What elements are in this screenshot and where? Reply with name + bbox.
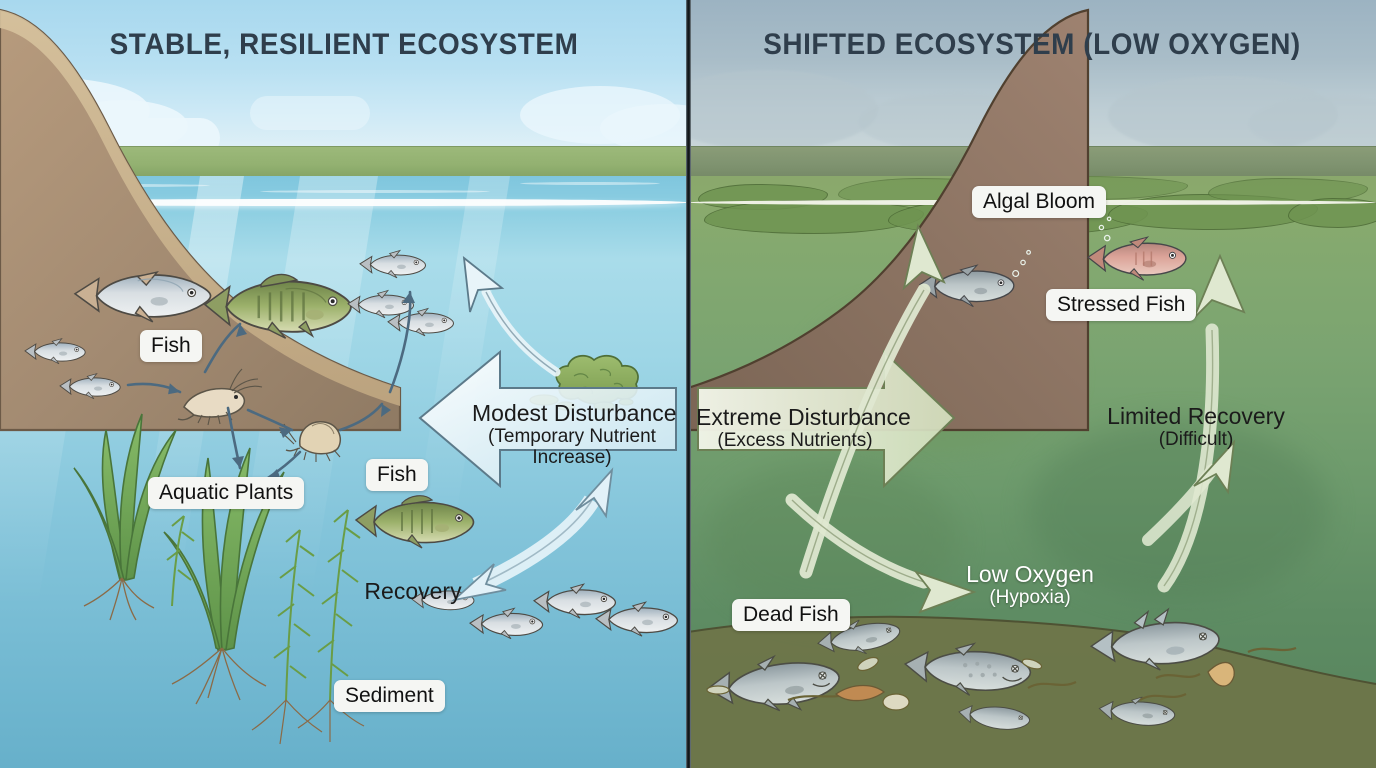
panel-title-left: STABLE, RESILIENT ECOSYSTEM xyxy=(109,28,579,61)
label-fish-upper: Fish xyxy=(140,330,202,363)
curved-arrow-icon xyxy=(462,255,505,313)
fish-icon xyxy=(24,337,86,365)
label-fish-lower: Fish xyxy=(366,459,428,492)
label-stressed-fish: Stressed Fish xyxy=(1046,289,1197,322)
fish-icon xyxy=(594,601,679,637)
curved-arrow-icon xyxy=(1193,253,1246,319)
fish-icon xyxy=(59,372,121,400)
plant-root-icon xyxy=(171,647,267,705)
plant-root-icon xyxy=(83,577,155,621)
dead-fish-icon xyxy=(903,642,1032,696)
curved-arrow-icon xyxy=(450,563,507,602)
recovery-line1: Recovery xyxy=(364,578,462,604)
sediment-bank-left xyxy=(0,8,402,432)
fish-icon xyxy=(354,495,475,549)
fish-icon xyxy=(359,249,426,279)
sediment-bank-right xyxy=(688,8,1090,432)
panel-shifted-ecosystem: SHIFTED ECOSYSTEM (LOW OXYGEN) Algal Blo… xyxy=(688,0,1376,768)
curved-arrow-icon xyxy=(902,223,946,291)
haze-icon xyxy=(688,70,878,150)
right-flow-arrows xyxy=(697,223,1246,614)
low-oxygen-line2: (Hypoxia) xyxy=(989,586,1071,608)
left-cycle-arrows xyxy=(418,255,677,602)
water-surface-line-left xyxy=(0,199,688,206)
ripple-icon xyxy=(520,182,660,185)
panel-divider xyxy=(686,0,691,768)
curved-arrow-icon xyxy=(913,570,977,614)
fish-icon xyxy=(73,271,212,323)
snail-icon xyxy=(279,421,342,462)
modest-disturbance-line2: (Temporary Nutrient xyxy=(488,425,656,447)
fish-icon xyxy=(1086,216,1187,281)
plant-root-icon xyxy=(251,699,365,745)
curved-arrow-icon xyxy=(1193,439,1236,495)
extreme-disturbance-line2: (Excess Nutrients) xyxy=(717,429,873,451)
flow-label-low-oxygen: Low Oxygen (Hypoxia) xyxy=(960,561,1100,608)
aquatic-plant-icon xyxy=(166,509,361,701)
extreme-disturbance-line1: Extreme Disturbance xyxy=(696,404,911,430)
left-biota-layer xyxy=(24,249,679,745)
cloud-icon xyxy=(250,96,370,130)
label-dead-fish: Dead Fish xyxy=(732,599,850,632)
flow-label-extreme-disturbance: Extreme Disturbance (Excess Nutrients) xyxy=(696,404,911,451)
panel-stable-ecosystem: STABLE, RESILIENT ECOSYSTEM Fish Fish Aq… xyxy=(0,0,688,768)
label-aquatic-plants: Aquatic Plants xyxy=(148,477,305,510)
low-oxygen-line1: Low Oxygen xyxy=(966,561,1094,587)
curved-arrow-icon xyxy=(575,467,614,519)
dead-fish-icon xyxy=(958,704,1031,730)
fish-icon xyxy=(203,273,352,339)
flow-label-recovery: Recovery xyxy=(358,578,468,604)
modest-disturbance-line1: Modest Disturbance xyxy=(472,400,677,426)
dead-fish-icon xyxy=(1089,607,1220,671)
fish-icon xyxy=(469,607,544,640)
ripple-icon xyxy=(260,190,490,193)
block-arrow-icon xyxy=(418,349,677,489)
fish-icon xyxy=(532,583,617,619)
dead-fish-icon xyxy=(817,619,901,655)
fish-icon xyxy=(387,307,454,337)
label-sediment: Sediment xyxy=(334,680,445,713)
haze-icon xyxy=(1108,76,1338,154)
debris-icon xyxy=(706,656,1235,711)
limited-recovery-line2: (Difficult) xyxy=(1158,428,1234,450)
haze-icon xyxy=(1248,96,1376,152)
debris-icon xyxy=(787,646,1297,702)
right-biota-layer xyxy=(706,216,1297,730)
modest-disturbance-line3: Increase) xyxy=(532,447,612,469)
flow-label-modest-disturbance: Modest Disturbance (Temporary Nutrient I… xyxy=(472,400,677,469)
label-algal-bloom: Algal Bloom xyxy=(972,186,1107,219)
limited-recovery-line1: Limited Recovery xyxy=(1107,403,1285,429)
dead-fish-icon xyxy=(1098,696,1176,726)
fish-icon xyxy=(918,249,1031,308)
panel-title-right: SHIFTED ECOSYSTEM (LOW OXYGEN) xyxy=(763,28,1301,61)
fish-icon xyxy=(347,289,414,319)
flow-label-limited-recovery: Limited Recovery (Difficult) xyxy=(1102,403,1290,450)
block-arrow-icon xyxy=(697,349,956,489)
aquatic-plant-icon xyxy=(73,413,177,582)
